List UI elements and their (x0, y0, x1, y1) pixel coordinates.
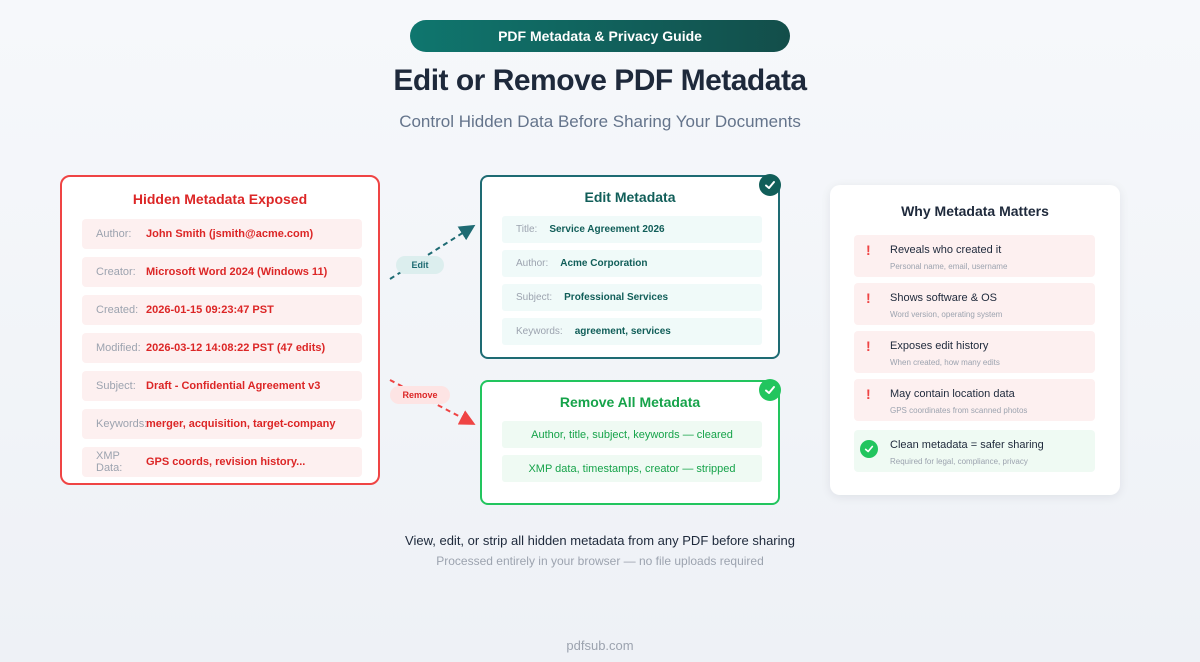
remove-check-icon (759, 379, 781, 401)
edit-metadata-card: Edit Metadata Title: Service Agreement 2… (480, 175, 780, 359)
exposed-row-value: merger, acquisition, target-company (146, 418, 336, 430)
edit-check-icon (759, 174, 781, 196)
footer-tagline: View, edit, or strip all hidden metadata… (405, 533, 795, 548)
page-subtitle: Control Hidden Data Before Sharing Your … (399, 112, 801, 131)
why-item-sub: Personal name, email, username (890, 262, 1008, 271)
edit-row-value: Service Agreement 2026 (549, 224, 665, 235)
edit-row-author: Author: Acme Corporation (502, 250, 762, 277)
edit-row-label: Keywords: (516, 326, 563, 337)
edit-row-label: Subject: (516, 292, 553, 303)
why-metadata-card: Why Metadata Matters ! Reveals who creat… (830, 185, 1120, 495)
why-item-sub: GPS coordinates from scanned photos (890, 406, 1028, 415)
edit-row-value: Professional Services (564, 292, 669, 303)
exposed-metadata-card: Hidden Metadata Exposed Author: John Smi… (60, 175, 380, 485)
warning-icon: ! (866, 386, 871, 402)
exposed-row-keywords: Keywords: merger, acquisition, target-co… (82, 409, 362, 439)
why-item: ! Exposes edit history When created, how… (854, 331, 1095, 373)
exposed-row-author: Author: John Smith (jsmith@acme.com) (82, 219, 362, 249)
why-item-sub: Required for legal, compliance, privacy (890, 457, 1028, 466)
edit-row-value: agreement, services (574, 326, 671, 337)
edit-metadata-title: Edit Metadata (584, 189, 676, 205)
exposed-row-value: John Smith (jsmith@acme.com) (146, 228, 314, 240)
exposed-row-xmp: XMP Data: GPS coords, revision history..… (82, 447, 362, 477)
edit-row-subject: Subject: Professional Services (502, 284, 762, 311)
why-item-sub: Word version, operating system (890, 310, 1003, 319)
exposed-row-label: Keywords: (96, 418, 148, 430)
warning-icon: ! (866, 242, 871, 258)
exposed-row-label: Modified: (96, 342, 141, 354)
why-item-title: May contain location data (890, 388, 1015, 400)
exposed-metadata-title: Hidden Metadata Exposed (132, 191, 308, 207)
remove-row: XMP data, timestamps, creator — stripped (502, 455, 762, 482)
warning-icon: ! (866, 290, 871, 306)
why-item-title: Reveals who created it (890, 244, 1002, 256)
exposed-row-value: 2026-01-15 09:23:47 PST (146, 304, 274, 316)
why-item: ! Shows software & OS Word version, oper… (854, 283, 1095, 325)
footer-note: Processed entirely in your browser — no … (436, 554, 764, 568)
check-circle-icon (860, 440, 878, 458)
guide-badge: PDF Metadata & Privacy Guide (410, 20, 790, 52)
exposed-row-creator: Creator: Microsoft Word 2024 (Windows 11… (82, 257, 362, 287)
edit-row-keywords: Keywords: agreement, services (502, 318, 762, 345)
exposed-row-label: XMP Data: (96, 450, 123, 474)
why-item-title: Exposes edit history (890, 340, 989, 352)
exposed-row-subject: Subject: Draft - Confidential Agreement … (82, 371, 362, 401)
remove-metadata-title: Remove All Metadata (559, 394, 701, 410)
exposed-row-value: Draft - Confidential Agreement v3 (146, 380, 321, 392)
exposed-row-label: Creator: (96, 266, 136, 278)
why-item: ! Reveals who created it Personal name, … (854, 235, 1095, 277)
exposed-row-value: Microsoft Word 2024 (Windows 11) (146, 266, 328, 278)
why-item-title: Shows software & OS (890, 292, 997, 304)
remove-row: Author, title, subject, keywords — clear… (502, 421, 762, 448)
exposed-row-value: GPS coords, revision history... (146, 456, 306, 468)
page-title: Edit or Remove PDF Metadata (393, 64, 807, 97)
remove-metadata-card: Remove All Metadata Author, title, subje… (480, 380, 780, 505)
remove-arrow-label: Remove (390, 386, 450, 404)
exposed-row-modified: Modified: 2026-03-12 14:08:22 PST (47 ed… (82, 333, 362, 363)
exposed-row-value: 2026-03-12 14:08:22 PST (47 edits) (146, 342, 326, 354)
why-metadata-title: Why Metadata Matters (901, 203, 1049, 219)
why-item-sub: When created, how many edits (890, 358, 1000, 367)
exposed-row-label: Author: (96, 228, 132, 240)
edit-row-label: Author: (516, 258, 549, 269)
warning-icon: ! (866, 338, 871, 354)
edit-arrow-label: Edit (396, 256, 444, 274)
why-item: ! May contain location data GPS coordina… (854, 379, 1095, 421)
exposed-row-created: Created: 2026-01-15 09:23:47 PST (82, 295, 362, 325)
exposed-row-label: Created: (96, 304, 139, 316)
brand-link[interactable]: pdfsub.com (566, 638, 634, 653)
edit-row-label: Title: (516, 224, 538, 235)
why-item-good: Clean metadata = safer sharing Required … (854, 430, 1095, 472)
why-item-title: Clean metadata = safer sharing (890, 439, 1044, 451)
edit-row-title: Title: Service Agreement 2026 (502, 216, 762, 243)
exposed-row-label: Subject: (96, 380, 136, 392)
edit-row-value: Acme Corporation (560, 258, 648, 269)
